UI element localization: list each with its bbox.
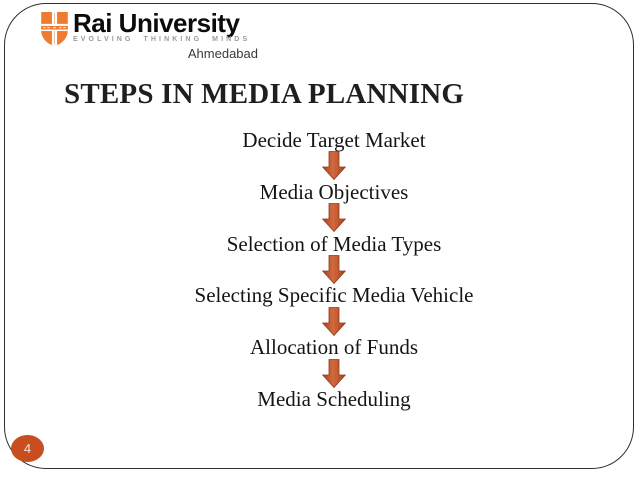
page-number: 4 [23, 441, 32, 456]
flow-step-3: Selection of Media Types [226, 231, 442, 256]
flow-step-1: Decide Target Market [242, 128, 426, 152]
down-arrow-icon [322, 255, 346, 284]
down-arrow-icon [322, 203, 346, 233]
flow-step-4: Selecting Specific Media Vehicle [194, 283, 474, 308]
down-arrow-icon [322, 151, 346, 181]
university-logo: Rai University EVOLVING THINKING MINDS A… [40, 8, 259, 61]
university-name: Rai University [73, 8, 240, 38]
down-arrow-icon [322, 358, 346, 388]
university-city: Ahmedabad [187, 46, 258, 61]
flow-step-6: Media Scheduling [257, 386, 411, 411]
page-number-badge: 4 [11, 435, 44, 462]
slide-title: STEPS IN MEDIA PLANNING [64, 78, 465, 110]
university-tagline: EVOLVING THINKING MINDS [73, 36, 251, 43]
logo-text-block: Rai University EVOLVING THINKING MINDS A… [73, 8, 259, 61]
flow-step-5: Allocation of Funds [250, 335, 418, 360]
down-arrow-icon [322, 306, 346, 336]
media-planning-flowchart: Decide Target Market Media Objectives Se… [134, 129, 534, 410]
flow-step-2: Media Objectives [259, 179, 409, 204]
university-crest-icon [41, 12, 68, 46]
